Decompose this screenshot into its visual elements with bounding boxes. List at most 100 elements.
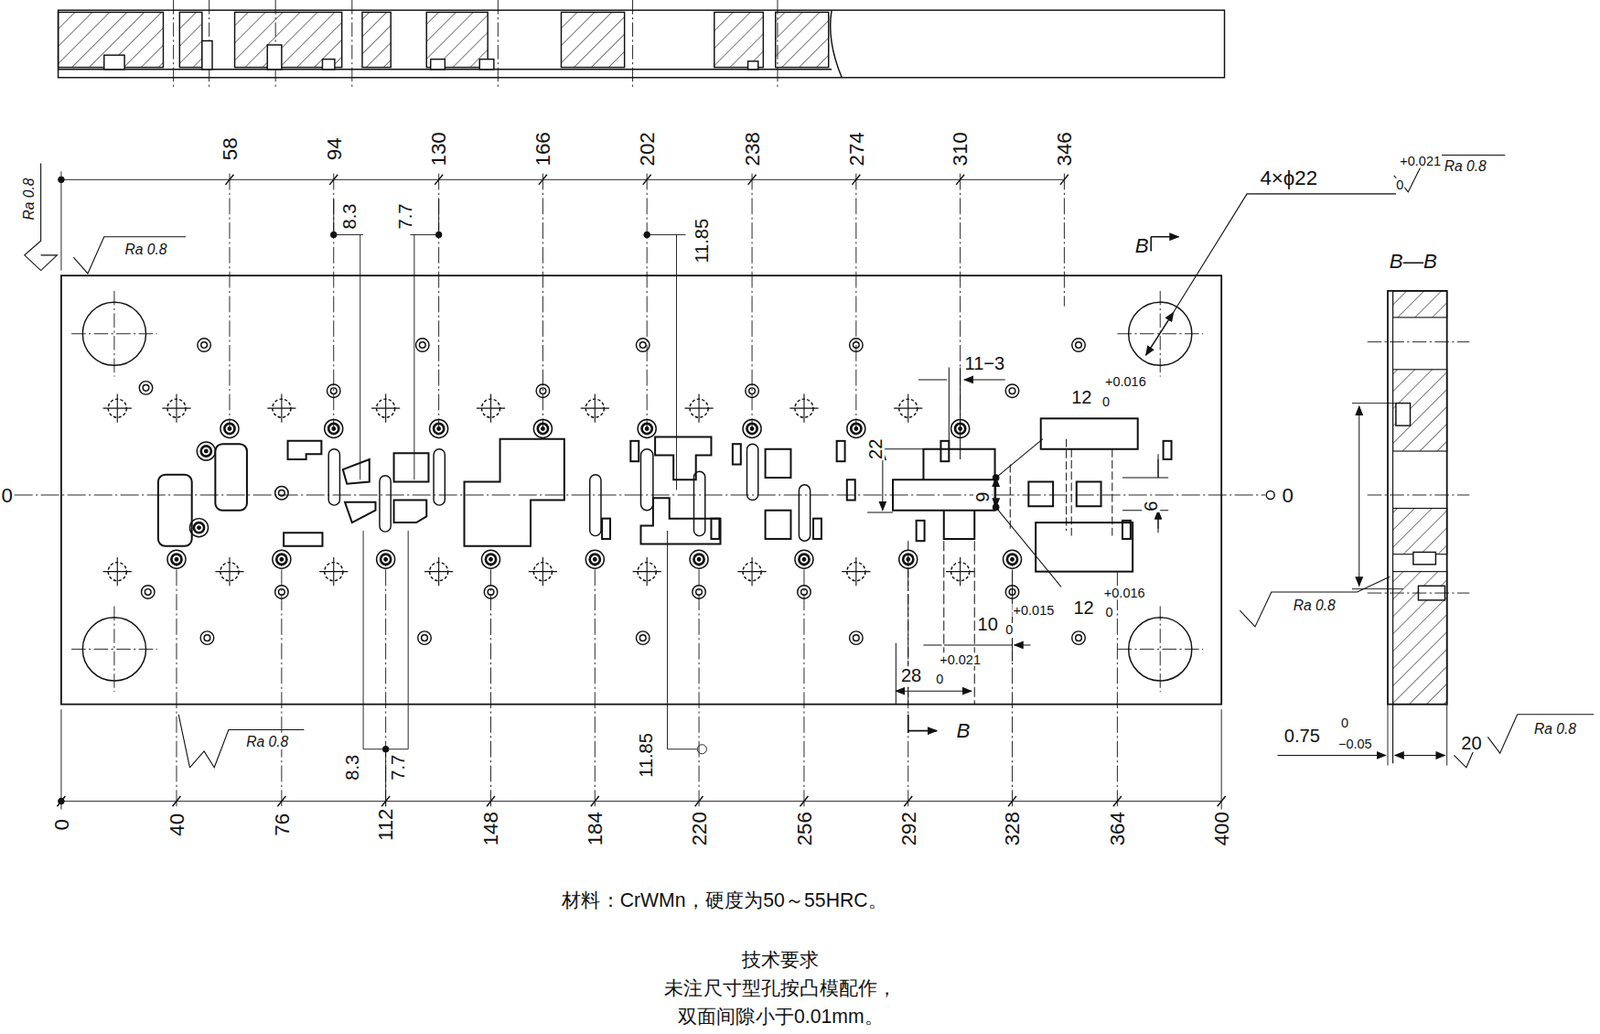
hatch-area bbox=[362, 11, 391, 67]
detail-dimensions bbox=[867, 367, 1169, 705]
hatch-area bbox=[1393, 369, 1448, 452]
tolerance-text: +0.021 bbox=[1398, 154, 1442, 169]
hole bbox=[797, 585, 812, 600]
centerline bbox=[351, 0, 353, 90]
dimension-text: 12 bbox=[1072, 599, 1096, 618]
hole bbox=[319, 557, 348, 586]
hole bbox=[745, 384, 760, 398]
dimension-text: 346 bbox=[1053, 130, 1074, 167]
hole bbox=[533, 418, 552, 438]
roughness-symbol bbox=[1239, 576, 1390, 627]
hole bbox=[275, 486, 290, 501]
hole bbox=[689, 549, 709, 569]
hole bbox=[1413, 551, 1437, 564]
tick bbox=[225, 174, 1069, 185]
punch-openings bbox=[158, 418, 1172, 571]
roughness-text: Ra 0.8 bbox=[21, 176, 36, 221]
centerline bbox=[497, 0, 499, 90]
tolerance-text: −0.05 bbox=[1337, 737, 1374, 752]
opening bbox=[892, 449, 996, 539]
hole bbox=[635, 631, 650, 645]
section-centerlines bbox=[173, 0, 778, 90]
hole bbox=[849, 338, 864, 353]
tolerance-text: 0 bbox=[1104, 605, 1114, 620]
hole bbox=[202, 41, 213, 70]
centerline bbox=[14, 493, 1267, 495]
slot bbox=[746, 443, 758, 500]
slot bbox=[813, 518, 822, 539]
dimension-line bbox=[333, 199, 440, 481]
hatch-area bbox=[714, 11, 764, 67]
hole bbox=[104, 54, 125, 70]
opening bbox=[640, 436, 720, 544]
hole bbox=[748, 61, 759, 70]
section-b-b bbox=[1277, 290, 1481, 768]
hole bbox=[424, 557, 453, 586]
hole bbox=[849, 631, 864, 645]
step-line bbox=[1392, 290, 1394, 763]
hole bbox=[536, 384, 550, 398]
ext bbox=[895, 643, 897, 705]
dimension-text: 4×ϕ22 bbox=[1258, 167, 1319, 188]
hole bbox=[324, 418, 344, 438]
dimension-text: 328 bbox=[1001, 810, 1022, 847]
note-text: 双面间隙小于0.01mm。 bbox=[676, 1006, 885, 1026]
dimension-line bbox=[646, 235, 686, 491]
tolerance-text: +0.015 bbox=[1011, 603, 1055, 618]
slot bbox=[1163, 440, 1172, 460]
dimension-text: 6 bbox=[1141, 500, 1160, 513]
slot bbox=[601, 518, 611, 539]
opening bbox=[1028, 481, 1053, 506]
hole bbox=[429, 418, 449, 438]
hole bbox=[847, 418, 866, 438]
dimension-text: 0.75 bbox=[1283, 726, 1321, 745]
roughness-symbol bbox=[1487, 714, 1594, 753]
hole bbox=[481, 549, 500, 569]
hole bbox=[479, 59, 494, 70]
dot bbox=[697, 744, 707, 754]
opening bbox=[765, 510, 792, 539]
hole bbox=[140, 585, 155, 600]
opening bbox=[158, 474, 193, 547]
hole bbox=[167, 549, 186, 569]
hole bbox=[1072, 631, 1086, 645]
hatch-area bbox=[1393, 290, 1448, 318]
bolt-holes bbox=[103, 338, 1086, 645]
hole bbox=[418, 631, 432, 645]
tolerance-text: +0.021 bbox=[938, 652, 982, 666]
ext bbox=[1387, 704, 1448, 766]
dimension-text: 9 bbox=[973, 491, 992, 504]
slot bbox=[940, 440, 949, 462]
section-arrow bbox=[908, 714, 937, 733]
dimension-text: 364 bbox=[1106, 810, 1128, 847]
slot bbox=[916, 520, 925, 541]
roughness-symbol bbox=[178, 714, 304, 768]
dimension-text: 40 bbox=[166, 812, 187, 838]
hole bbox=[267, 394, 296, 423]
hole bbox=[196, 441, 215, 461]
slot bbox=[1122, 520, 1131, 539]
dimension-text: 22 bbox=[866, 438, 885, 462]
hatch-area bbox=[775, 11, 829, 67]
dimension-text: 28 bbox=[900, 665, 924, 685]
hole bbox=[528, 557, 558, 586]
guide-hole bbox=[82, 617, 146, 681]
dimension-text: 292 bbox=[898, 810, 919, 847]
hatch-area bbox=[1393, 571, 1448, 705]
roughness-symbol bbox=[1394, 155, 1506, 193]
hole bbox=[103, 394, 132, 423]
guide-hole bbox=[1128, 301, 1192, 366]
dimension-text: 20 bbox=[1460, 733, 1483, 752]
dimension-line bbox=[918, 367, 1006, 460]
dimension-text: 274 bbox=[846, 130, 867, 167]
dimension-text: 10 bbox=[976, 615, 999, 634]
leader bbox=[1173, 193, 1396, 312]
section-arrow bbox=[1150, 236, 1179, 252]
axis-label: 0 bbox=[0, 484, 14, 505]
guide-hole bbox=[1128, 617, 1192, 681]
hole bbox=[1395, 403, 1411, 427]
opening bbox=[1041, 418, 1139, 449]
hole bbox=[326, 384, 341, 398]
centerline bbox=[1367, 342, 1471, 593]
